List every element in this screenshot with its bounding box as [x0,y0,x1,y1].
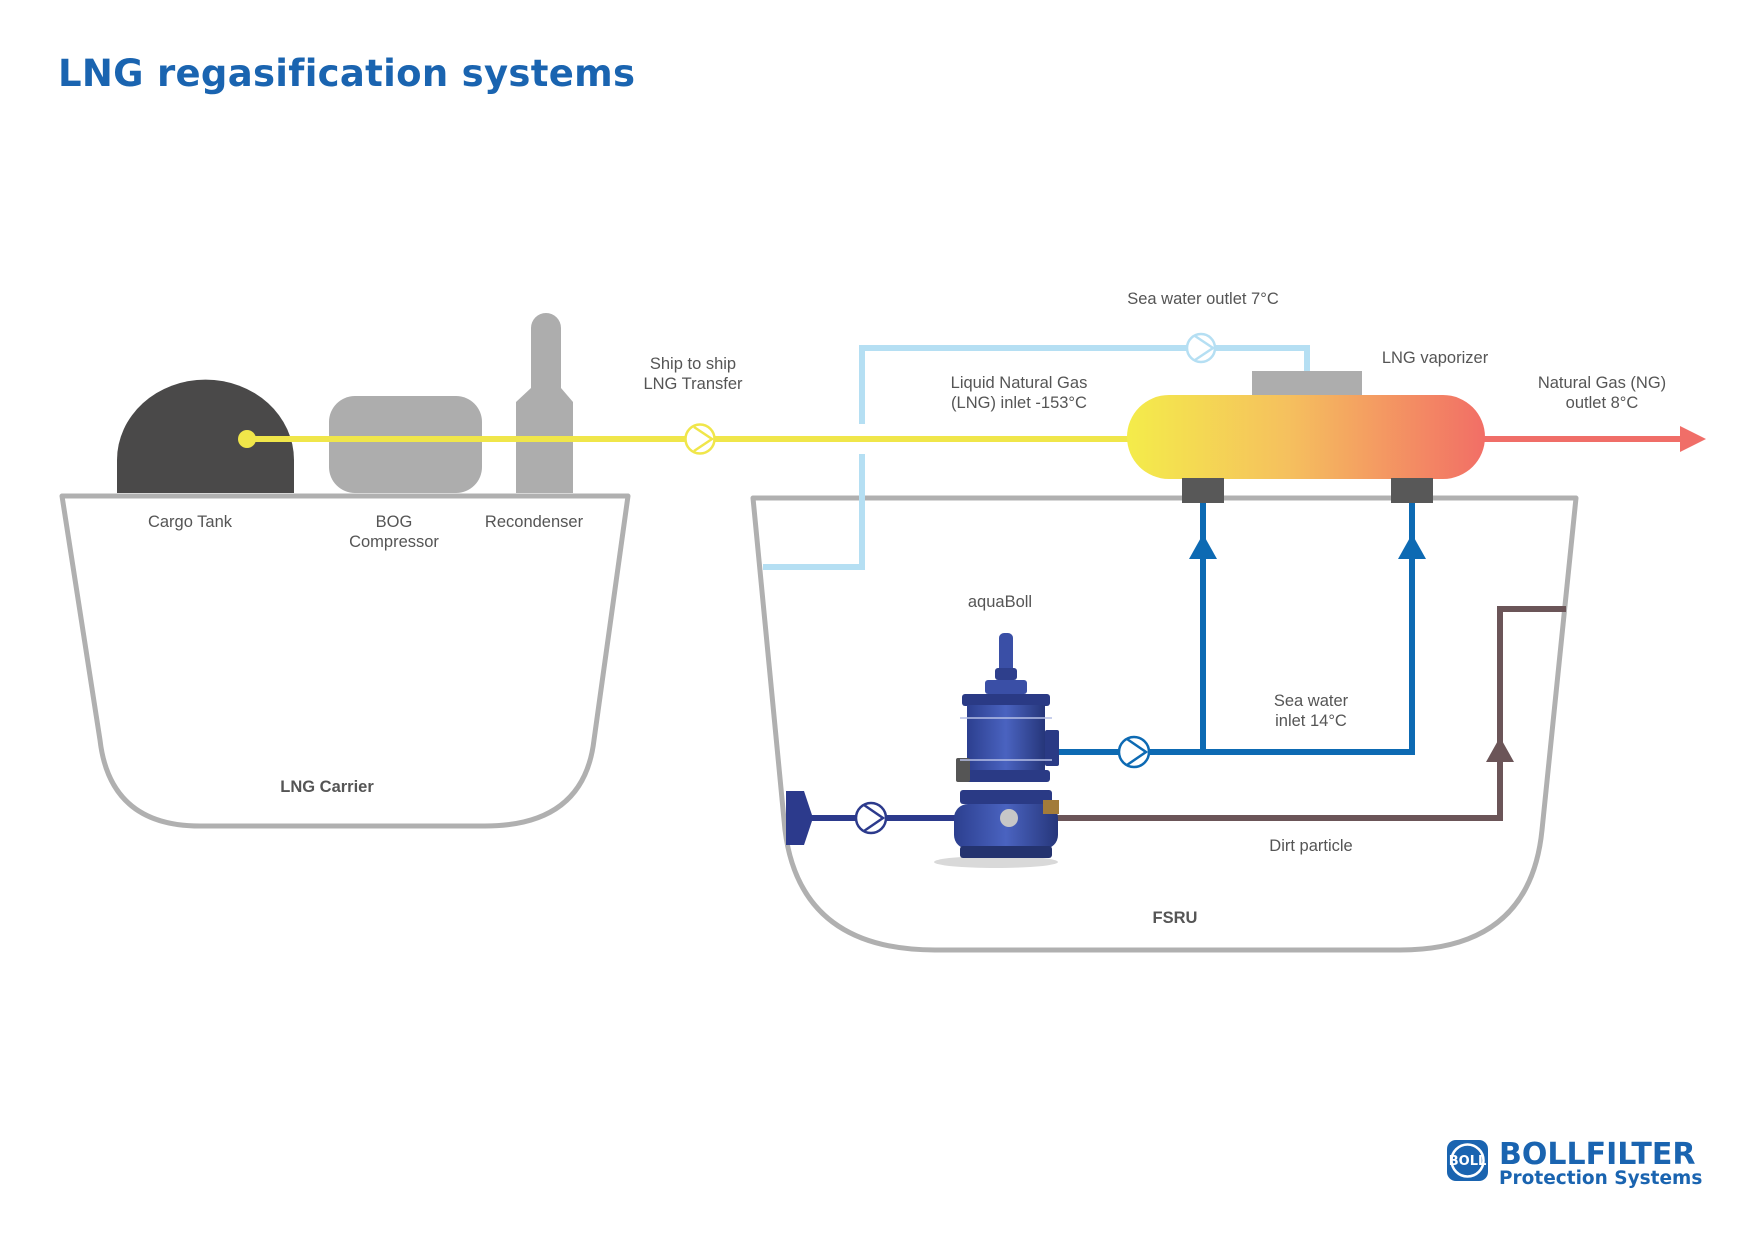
aquaboll-filter: aquaBoll [934,593,1059,868]
sea-water-inlet-line: Sea water inlet 14°C [1057,503,1426,769]
ng-outlet-label-line1: Natural Gas (NG) [1538,374,1666,392]
cargo-tank-icon [117,379,294,493]
dirt-particle-label: Dirt particle [1269,837,1352,855]
ng-outlet-line: Natural Gas (NG) outlet 8°C [1470,374,1706,452]
sea-water-inlet-label-line1: Sea water [1274,692,1349,710]
bog-compressor-icon [329,396,482,493]
lng-vaporizer: LNG vaporizer [1127,349,1489,503]
lng-vaporizer-label: LNG vaporizer [1382,349,1489,367]
dirt-particle-line: Dirt particle [1045,606,1566,855]
lng-transfer-line: Ship to ship LNG Transfer Liquid Natural… [238,355,1140,455]
lng-start-point [238,430,256,448]
sea-water-outlet-pump-icon [1185,332,1217,364]
bollfilter-logo: BOLL BOLLFILTER Protection Systems [1447,1137,1702,1189]
ship-to-ship-pump-icon [684,423,716,455]
fsru: FSRU [750,495,1579,953]
ng-outlet-arrow-icon [1680,426,1706,452]
bollfilter-logo-monogram: BOLL [1449,1154,1487,1169]
lng-inlet-label-line2: (LNG) inlet -153°C [951,394,1087,412]
lng-carrier-label: LNG Carrier [280,778,374,796]
fsru-label: FSRU [1153,909,1198,927]
bollfilter-logo-name: BOLLFILTER [1499,1137,1695,1172]
ship-to-ship-label-line2: LNG Transfer [643,375,743,393]
ship-to-ship-label-line1: Ship to ship [650,355,736,373]
bollfilter-logo-tagline: Protection Systems [1499,1168,1702,1189]
ng-outlet-label-line2: outlet 8°C [1566,394,1639,412]
lng-vaporizer-body [1127,395,1485,479]
lng-inlet-label-line1: Liquid Natural Gas [951,374,1088,392]
bollfilter-logo-mark [1447,1140,1488,1181]
sea-water-outlet-line: Sea water outlet 7°C [763,290,1310,570]
bog-compressor-label-line2: Compressor [349,533,439,551]
dirt-particle-arrow-icon [1486,737,1514,762]
sea-chest-inlet-line [786,791,955,845]
sea-chest-pump-icon [854,801,888,835]
bog-compressor-label-line1: BOG [376,513,413,531]
recondenser-icon [516,313,573,493]
recondenser-label: Recondenser [485,513,584,531]
sea-chest-icon [786,791,813,845]
lng-carrier-hull [59,493,631,829]
sea-water-inlet-arrow-icon [1189,534,1217,559]
sea-water-outlet-label: Sea water outlet 7°C [1127,290,1279,308]
lng-carrier: Cargo Tank BOG Compressor Recondenser LN… [59,313,631,829]
fsru-hull [750,495,1579,953]
sea-water-inlet-pump-icon [1117,735,1151,769]
cargo-tank-label: Cargo Tank [148,513,233,531]
sea-water-inlet-arrow-icon [1398,534,1426,559]
sea-water-inlet-label-line2: inlet 14°C [1275,712,1347,730]
aquaboll-label: aquaBoll [968,593,1032,611]
page-title: LNG regasification systems [58,52,636,95]
